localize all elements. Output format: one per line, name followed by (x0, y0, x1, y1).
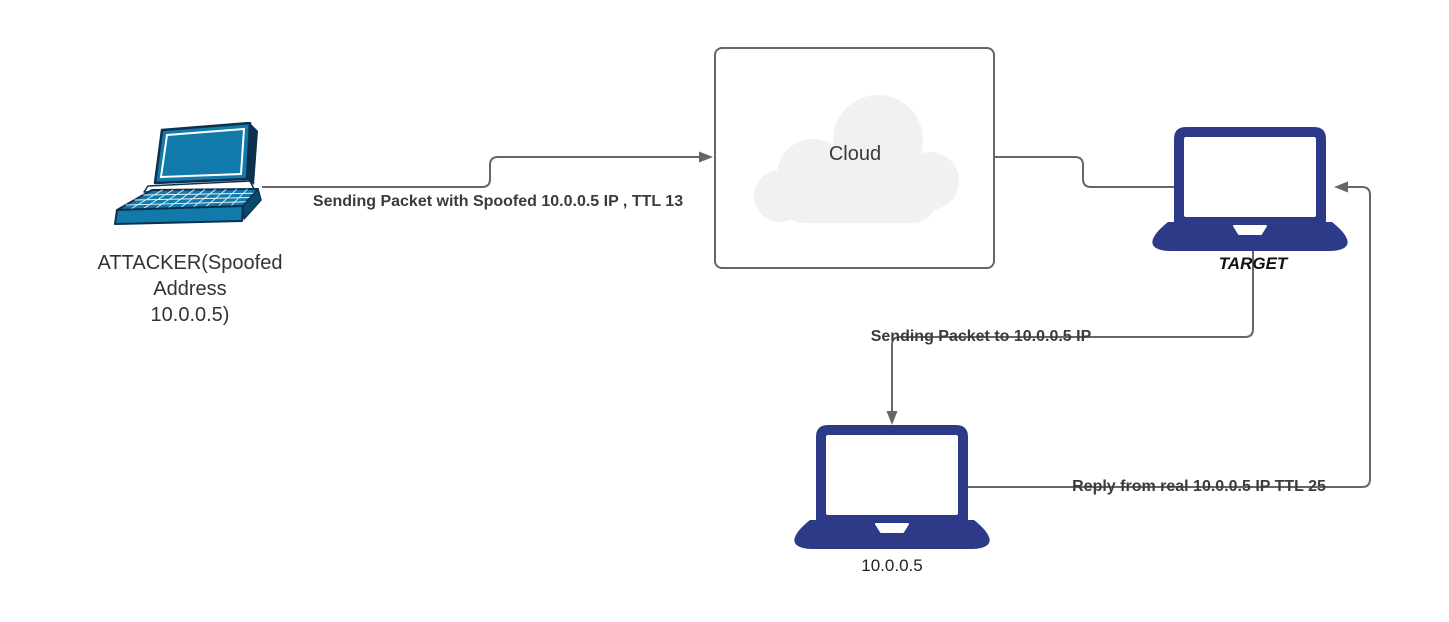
edge-target-to-realhost-arrowhead (886, 411, 898, 425)
real-host-laptop-icon (794, 425, 990, 549)
real-host-label: 10.0.0.5 (861, 556, 923, 575)
edge-cloud-to-target-line (995, 156, 1180, 188)
edge-label-reply: Reply from real 10.0.0.5 IP TTL 25 (1072, 478, 1326, 495)
cloud-label: Cloud (828, 143, 882, 165)
edge-attacker-to-cloud-line (262, 156, 699, 188)
edge-target-to-realhost-line (891, 246, 1254, 411)
edge-label-sending-packet: Sending Packet to 10.0.0.5 IP (870, 328, 1092, 345)
edge-attacker-to-cloud-arrowhead (699, 151, 713, 163)
attacker-label: ATTACKER(Spoofed Address 10.0.0.5) (97, 252, 283, 326)
edge-realhost-to-target-line (959, 186, 1371, 488)
target-laptop-icon (1152, 127, 1348, 251)
edge-realhost-to-target-arrowhead (1334, 181, 1348, 193)
edge-label-spoofed-packet: Sending Packet with Spoofed 10.0.0.5 IP … (312, 193, 684, 210)
cloud-icon (754, 95, 959, 223)
target-label: TARGET (1218, 254, 1288, 273)
attacker-laptop-icon (114, 122, 262, 225)
